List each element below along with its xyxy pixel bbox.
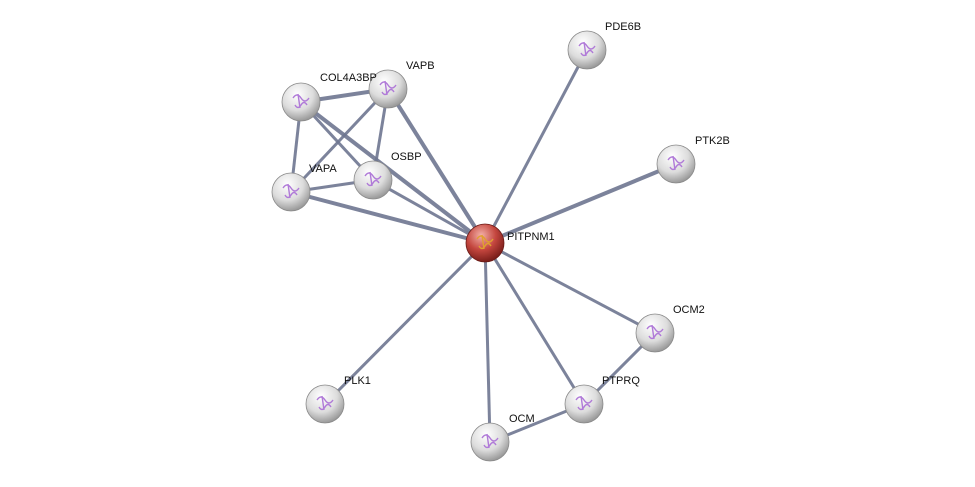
- node-pitpnm1[interactable]: [465, 223, 505, 263]
- node-ptprq[interactable]: [564, 384, 604, 424]
- node-sphere[interactable]: [281, 82, 321, 122]
- edge-pitpnm1-ocm[interactable]: [483, 242, 492, 443]
- edge-pitpnm1-vapa[interactable]: [290, 190, 486, 245]
- node-label: OCM2: [673, 304, 705, 316]
- node-sphere[interactable]: [656, 144, 696, 184]
- node-sphere[interactable]: [271, 172, 311, 212]
- protein-structure-icon: [364, 171, 382, 187]
- edge-pitpnm1-pde6b[interactable]: [483, 49, 589, 244]
- protein-structure-icon: [316, 395, 334, 411]
- node-osbp[interactable]: [353, 160, 393, 200]
- node-sphere[interactable]: [470, 422, 510, 462]
- node-sphere[interactable]: [465, 223, 505, 263]
- edge-pitpnm1-ptprq[interactable]: [483, 242, 586, 405]
- edge-vapb-vapa[interactable]: [289, 87, 390, 194]
- edge-pitpnm1-col4a3bp[interactable]: [299, 100, 487, 245]
- node-sphere[interactable]: [564, 384, 604, 424]
- node-label: PDE6B: [605, 21, 641, 33]
- node-label: COL4A3BP: [320, 72, 377, 84]
- protein-structure-icon: [282, 183, 300, 199]
- node-sphere[interactable]: [305, 384, 345, 424]
- protein-structure-icon: [292, 93, 310, 109]
- node-label: PITPNM1: [507, 231, 555, 243]
- protein-structure-icon: [578, 41, 596, 57]
- node-label: OSBP: [391, 151, 422, 163]
- node-plk1[interactable]: [305, 384, 345, 424]
- node-label: OCM: [509, 413, 535, 425]
- node-vapa[interactable]: [271, 172, 311, 212]
- edge-pitpnm1-ptk2b[interactable]: [484, 162, 677, 245]
- node-ocm[interactable]: [470, 422, 510, 462]
- edge-pitpnm1-osbp[interactable]: [372, 178, 486, 245]
- protein-structure-icon: [667, 155, 685, 171]
- node-label: PTPRQ: [602, 375, 640, 387]
- edge-pitpnm1-plk1[interactable]: [323, 241, 487, 406]
- protein-structure-icon: [646, 324, 664, 340]
- node-vapb[interactable]: [368, 69, 408, 109]
- protein-structure-icon: [575, 395, 593, 411]
- node-pde6b[interactable]: [567, 30, 607, 70]
- node-label: PTK2B: [695, 135, 730, 147]
- node-sphere[interactable]: [635, 313, 675, 353]
- node-sphere[interactable]: [353, 160, 393, 200]
- node-col4a3bp[interactable]: [281, 82, 321, 122]
- edge-pitpnm1-vapb[interactable]: [386, 87, 487, 245]
- protein-structure-icon: [379, 80, 397, 96]
- protein-structure-icon: [481, 433, 499, 449]
- node-sphere[interactable]: [567, 30, 607, 70]
- node-ptk2b[interactable]: [656, 144, 696, 184]
- edge-pitpnm1-ocm2[interactable]: [484, 241, 656, 335]
- nodes-layer: [271, 30, 696, 462]
- node-label: VAPB: [406, 60, 435, 72]
- node-sphere[interactable]: [368, 69, 408, 109]
- node-label: VAPA: [309, 163, 337, 175]
- protein-structure-icon: [476, 234, 494, 250]
- node-label: PLK1: [344, 375, 371, 387]
- node-ocm2[interactable]: [635, 313, 675, 353]
